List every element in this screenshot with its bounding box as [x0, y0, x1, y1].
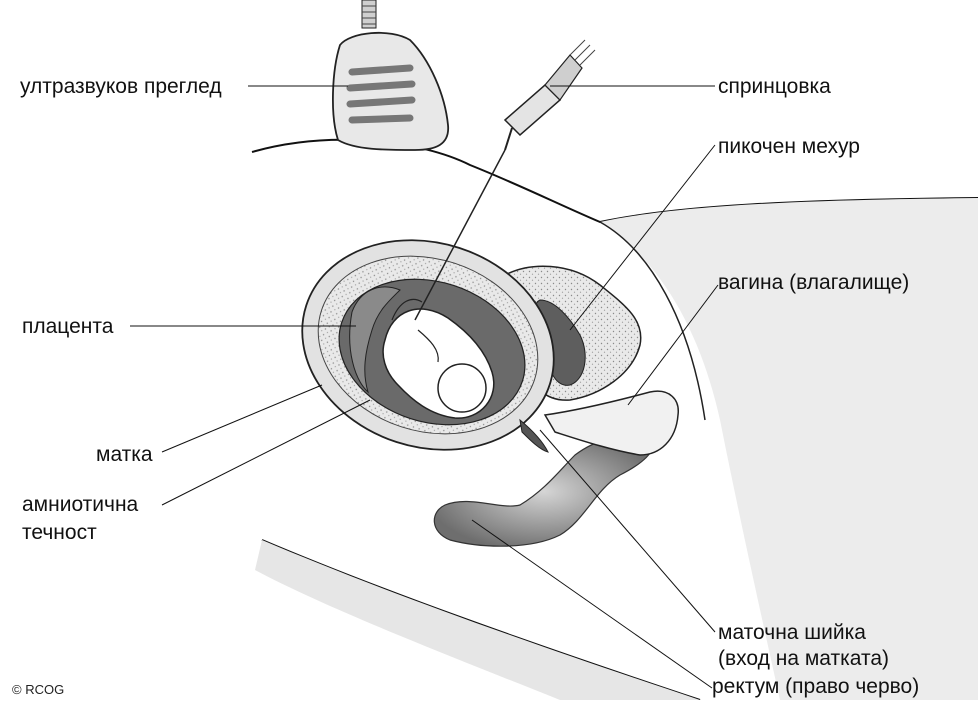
leader-uterus: [162, 385, 322, 452]
label-placenta: плацента: [22, 314, 113, 340]
label-vagina: вагина (влагалище): [718, 270, 909, 296]
fetus-head: [438, 364, 486, 412]
label-bladder: пикочен мехур: [718, 134, 860, 160]
thigh-outline: [262, 540, 700, 700]
label-syringe: спринцовка: [718, 74, 831, 100]
rectum-shape: [434, 436, 652, 546]
label-amniotic-line1: амниотична: [22, 492, 138, 518]
leader-amniotic: [162, 400, 370, 505]
label-amniotic-line2: течност: [22, 520, 97, 546]
copyright-notice: © RCOG: [12, 682, 64, 698]
label-cervix-line2: (вход на матката): [718, 646, 889, 672]
label-cervix-line1: маточна шийка: [718, 620, 866, 646]
label-ultrasound: ултразвуков преглед: [20, 74, 222, 100]
label-rectum: ректум (право черво): [712, 674, 919, 700]
label-uterus: матка: [96, 442, 153, 468]
ultrasound-probe: [333, 0, 448, 150]
cervix-shape: [520, 420, 548, 452]
